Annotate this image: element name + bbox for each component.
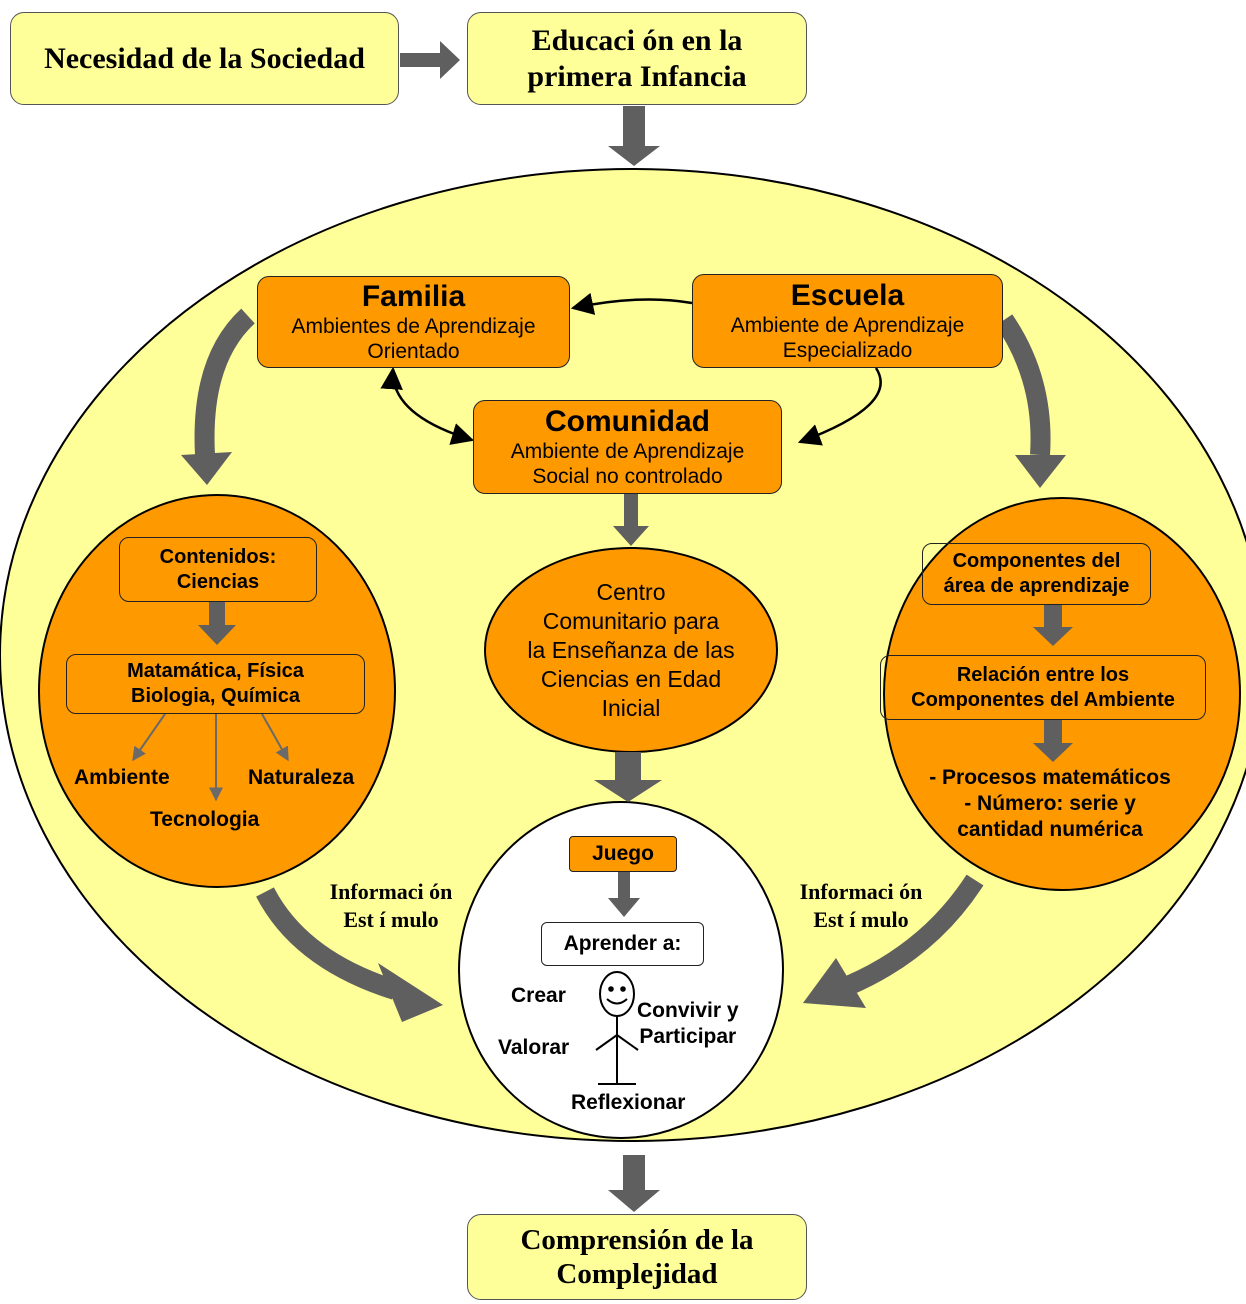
right-ellipse xyxy=(883,497,1241,891)
arrow-relation-to-processes xyxy=(1033,720,1073,762)
center-line1: Centro xyxy=(596,579,666,605)
need-label: Necesidad de la Sociedad xyxy=(44,41,365,75)
arrow-components-to-relation xyxy=(1033,605,1073,646)
stick-figure xyxy=(595,971,639,1085)
label-reflexionar: Reflexionar xyxy=(571,1091,686,1114)
contents-box: Contenidos: Ciencias xyxy=(119,537,317,602)
center-line5: Inicial xyxy=(601,695,661,721)
curved-arrow-heads xyxy=(181,452,1066,1022)
arrow-centro-to-circle xyxy=(594,752,662,802)
contents-line1: Contenidos: xyxy=(159,545,277,568)
comunidad-line2: Social no controlado xyxy=(532,465,723,488)
result-box: Comprensión de la Complejidad xyxy=(467,1214,807,1300)
label-tecnologia: Tecnologia xyxy=(150,808,260,831)
head-familia-to-left xyxy=(181,452,232,485)
aprender-label: Aprender a: xyxy=(563,932,682,955)
info-left-line1: Informaci ón xyxy=(329,879,453,904)
education-line2: primera Infancia xyxy=(527,59,747,93)
juego-label: Juego xyxy=(592,842,654,865)
escuela-line2: Especializado xyxy=(782,339,913,362)
comunidad-box: Comunidad Ambiente de Aprendizaje Social… xyxy=(473,400,782,494)
curve-escuela-to-right xyxy=(995,314,1051,456)
arrow-escuela-to-comunidad xyxy=(797,367,882,446)
relation-line2: Componentes del Ambiente xyxy=(911,688,1175,711)
comunidad-line1: Ambiente de Aprendizaje xyxy=(510,440,745,463)
familia-box: Familia Ambientes de Aprendizaje Orienta… xyxy=(257,276,570,368)
arrow-comunidad-to-centro xyxy=(613,494,649,546)
subjects-line1: Matamática, Física xyxy=(127,660,304,682)
escuela-box: Escuela Ambiente de Aprendizaje Especial… xyxy=(692,274,1003,368)
processes-text: - Procesos matemáticos - Número: serie y… xyxy=(900,764,1200,844)
curve-right-to-circle xyxy=(845,874,984,995)
escuela-title: Escuela xyxy=(790,279,905,312)
branch-to-naturaleza xyxy=(261,713,289,762)
figure-arms xyxy=(595,1033,639,1051)
subjects-box: Matamática, Física Biologia, Química xyxy=(66,654,365,714)
convivir-line2: Participar xyxy=(639,1025,737,1048)
head-left-to-circle xyxy=(378,963,443,1022)
need-box: Necesidad de la Sociedad xyxy=(10,12,399,105)
arrow-ellipse-to-result xyxy=(608,1155,660,1212)
info-left: Informaci ón Est í mulo xyxy=(305,876,477,936)
subjects-line2: Biologia, Química xyxy=(131,685,300,707)
arrow-juego-to-aprender xyxy=(608,872,640,917)
convivir-line1: Convivir y xyxy=(637,999,739,1022)
escuela-line1: Ambiente de Aprendizaje xyxy=(730,314,965,337)
arrow-escuela-to-familia xyxy=(570,292,693,315)
info-right: Informaci ón Est í mulo xyxy=(775,876,947,936)
bottom-circle xyxy=(458,801,784,1139)
center-line3: la Enseñanza de las xyxy=(527,637,735,663)
education-line1: Educaci ón en la xyxy=(531,23,743,57)
relation-line1: Relación entre los xyxy=(956,663,1130,686)
components-line2: área de aprendizaje xyxy=(943,575,1130,597)
branch-to-ambiente xyxy=(132,713,166,762)
processes-line1: - Procesos matemáticos xyxy=(929,766,1171,789)
thin-arrows xyxy=(380,292,882,446)
info-left-line2: Est í mulo xyxy=(343,907,439,932)
label-naturaleza: Naturaleza xyxy=(248,766,355,789)
left-branch-arrows xyxy=(132,713,289,802)
components-line1: Componentes del xyxy=(952,550,1121,572)
label-valorar: Valorar xyxy=(498,1036,570,1059)
curve-left-to-circle xyxy=(256,887,399,1000)
familia-line2: Orientado xyxy=(367,340,460,363)
familia-title: Familia xyxy=(361,280,466,313)
center-text: Centro Comunitario para la Enseñanza de … xyxy=(485,578,777,723)
aprender-box: Aprender a: xyxy=(541,922,704,966)
result-line2: Complejidad xyxy=(556,1258,718,1290)
figure-eye-right xyxy=(620,986,626,992)
info-right-line2: Est í mulo xyxy=(813,907,909,932)
relation-box: Relación entre los Componentes del Ambie… xyxy=(880,655,1206,720)
comunidad-title: Comunidad xyxy=(545,405,710,438)
processes-line3: cantidad numérica xyxy=(957,818,1143,841)
arrow-need-to-education xyxy=(400,41,460,79)
label-crear: Crear xyxy=(511,984,566,1007)
head-right-to-circle xyxy=(803,958,866,1008)
figure-eye-left xyxy=(608,986,614,992)
curve-familia-to-left xyxy=(194,308,255,456)
juego-box: Juego xyxy=(569,836,677,872)
arrow-familia-comunidad xyxy=(380,366,475,445)
info-right-line1: Informaci ón xyxy=(799,879,923,904)
processes-line2: - Número: serie y xyxy=(964,792,1136,815)
contents-line2: Ciencias xyxy=(176,570,260,593)
center-line2: Comunitario para xyxy=(542,608,720,634)
education-box: Educaci ón en la primera Infancia xyxy=(467,12,807,105)
center-line4: Ciencias en Edad xyxy=(540,666,722,692)
arrow-contents-to-subjects xyxy=(198,602,236,645)
block-arrows xyxy=(198,41,1073,1212)
label-ambiente: Ambiente xyxy=(74,766,170,789)
curved-arrows xyxy=(194,308,1051,1000)
figure-smile xyxy=(606,998,628,1005)
components-box: Componentes del área de aprendizaje xyxy=(922,543,1151,605)
head-escuela-to-right xyxy=(1015,455,1066,488)
arrow-education-to-ellipse xyxy=(608,106,660,166)
label-convivir: Convivir y Participar xyxy=(637,998,739,1050)
familia-line1: Ambientes de Aprendizaje xyxy=(291,315,536,338)
result-line1: Comprensión de la xyxy=(520,1224,754,1256)
